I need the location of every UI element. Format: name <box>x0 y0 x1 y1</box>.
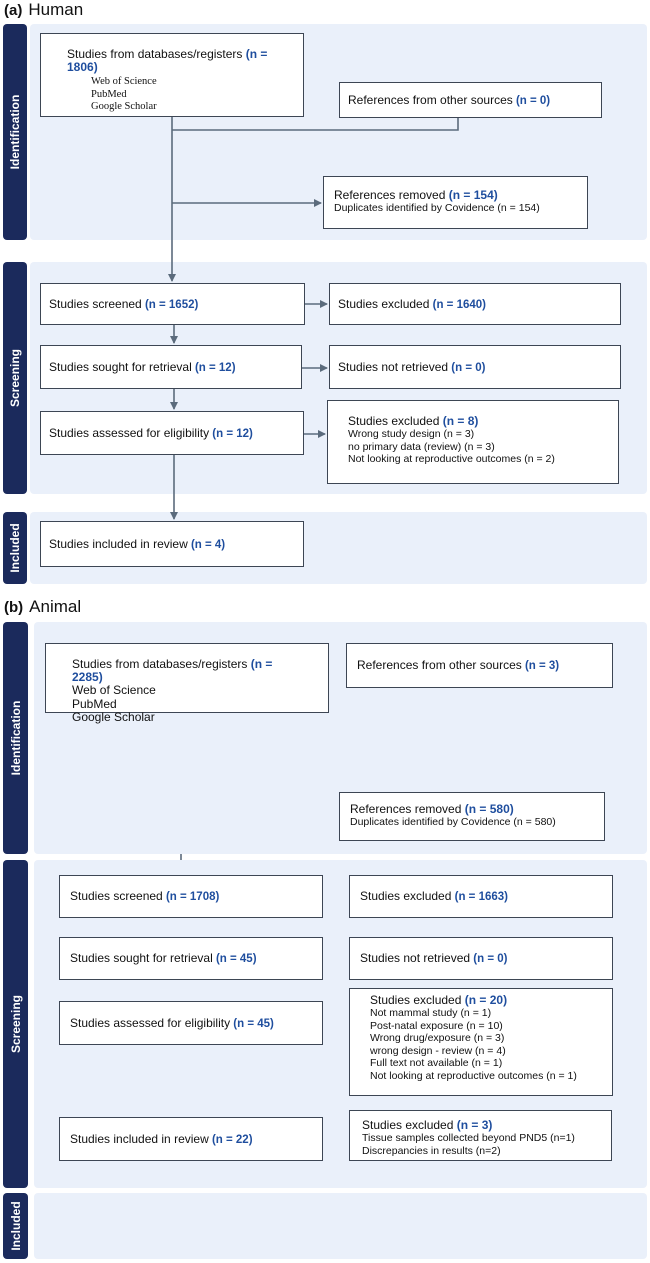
human-other-sources-box: References from other sources (n = 0) <box>339 82 602 118</box>
panel-title: Human <box>28 0 84 19</box>
reason-item: Not mammal study (n = 1) <box>370 1007 492 1019</box>
reason-item: Discrepancies in results (n=2) <box>362 1144 501 1157</box>
panel-title: Animal <box>29 597 82 616</box>
animal-other-sources-box: References from other sources (n = 3) <box>346 643 613 688</box>
reason-item: wrong design - review (n = 4) <box>370 1044 506 1057</box>
human-removed-box: References removed (n = 154) Duplicates … <box>323 176 588 229</box>
animal-included-box: Studies included in review (n = 22) <box>59 1117 323 1161</box>
human-excluded-box: Studies excluded (n = 1640) <box>329 283 621 325</box>
source-web-of-science: Web of Science <box>72 683 156 697</box>
panel-b-heading: (b) Animal <box>4 597 81 617</box>
reason-item: Not looking at reproductive outcomes (n … <box>348 453 555 465</box>
human-databases-box: Studies from databases/registers (n = 18… <box>40 33 304 117</box>
reason-item: Tissue samples collected beyond PND5 (n=… <box>362 1132 575 1144</box>
animal-databases-box: Studies from databases/registers (n = 22… <box>45 643 329 724</box>
source-pubmed: PubMed <box>91 88 127 100</box>
panel-letter: (a) <box>4 2 23 19</box>
reason-item: Full text not available (n = 1) <box>370 1057 503 1069</box>
animal-assessed-box: Studies assessed for eligibility (n = 45… <box>59 1001 323 1045</box>
reason-item: Not looking at reproductive outcomes (n … <box>370 1069 577 1082</box>
animal-not-retrieved-box: Studies not retrieved (n = 0) <box>349 937 613 980</box>
reason-item: no primary data (review) (n = 3) <box>348 440 495 453</box>
reason-item: Post-natal exposure (n = 10) <box>370 1019 503 1032</box>
source-web-of-science: Web of Science <box>91 76 157 87</box>
human-excluded-reasons-box: Studies excluded (n = 8) Wrong study des… <box>327 400 619 484</box>
side-label-included: Included <box>3 1193 28 1259</box>
human-sought-box: Studies sought for retrieval (n = 12) <box>40 345 302 389</box>
source-pubmed: PubMed <box>72 696 117 711</box>
animal-excluded-later-box: Studies excluded (n = 3) Tissue samples … <box>349 1110 612 1161</box>
source-google-scholar: Google Scholar <box>91 101 157 112</box>
animal-excluded-box: Studies excluded (n = 1663) <box>349 875 613 918</box>
side-label-screening: Screening <box>3 262 27 494</box>
side-label-screening: Screening <box>3 860 28 1188</box>
source-google-scholar: Google Scholar <box>72 710 155 724</box>
animal-excluded-reasons-box: Studies excluded (n = 20) Not mammal stu… <box>349 988 613 1096</box>
human-assessed-box: Studies assessed for eligibility (n = 12… <box>40 411 304 455</box>
animal-sought-box: Studies sought for retrieval (n = 45) <box>59 937 323 980</box>
reason-item: Wrong drug/exposure (n = 3) <box>370 1032 505 1044</box>
side-label-identification: Identification <box>3 622 28 854</box>
panel-letter: (b) <box>4 599 24 616</box>
animal-removed-box: References removed (n = 580) Duplicates … <box>339 792 605 841</box>
animal-screened-box: Studies screened (n = 1708) <box>59 875 323 918</box>
panel-a-heading: (a) Human <box>4 0 83 20</box>
human-screened-box: Studies screened (n = 1652) <box>40 283 305 325</box>
human-included-box: Studies included in review (n = 4) <box>40 521 304 567</box>
included-band <box>34 1193 647 1259</box>
side-label-included: Included <box>3 512 27 584</box>
human-not-retrieved-box: Studies not retrieved (n = 0) <box>329 345 621 389</box>
side-label-identification: Identification <box>3 24 27 240</box>
reason-item: Wrong study design (n = 3) <box>348 428 475 440</box>
